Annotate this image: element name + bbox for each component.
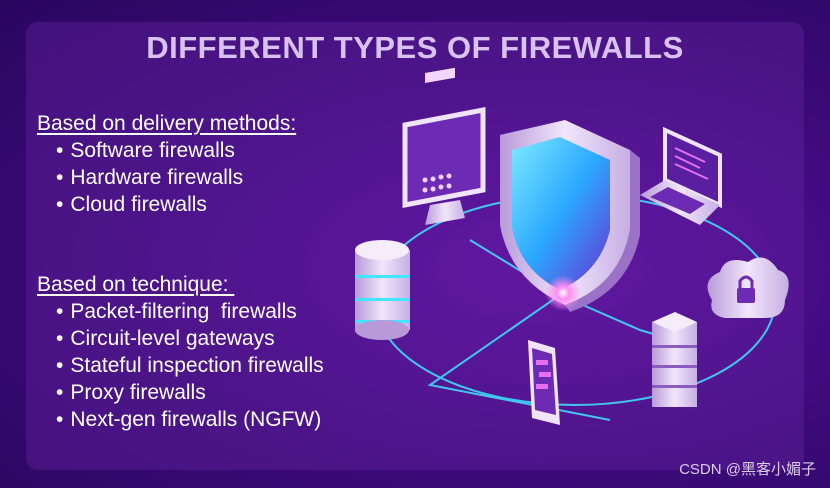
watermark: CSDN @黑客小媚子	[679, 461, 816, 478]
server-icon	[652, 312, 697, 407]
technique-list: Packet-filtering firewalls Circuit-level…	[56, 298, 324, 433]
list-item: Hardware firewalls	[56, 164, 243, 191]
monitor-icon	[402, 67, 486, 225]
delivery-heading: Based on delivery methods:	[37, 112, 297, 135]
laptop-icon	[640, 126, 722, 225]
technique-heading: Based on technique:	[37, 273, 235, 296]
database-icon	[355, 240, 410, 340]
smartphone-icon	[528, 340, 560, 425]
cloud-lock-icon	[707, 257, 789, 318]
delivery-list: Software firewalls Hardware firewalls Cl…	[56, 137, 243, 218]
glow-node	[545, 275, 581, 311]
list-item: Cloud firewalls	[56, 191, 243, 218]
list-item: Stateful inspection firewalls	[56, 352, 323, 379]
shield-icon	[500, 120, 640, 312]
page-title: DIFFERENT TYPES OF FIREWALLS	[146, 30, 684, 65]
list-item: Circuit-level gateways	[56, 325, 324, 352]
list-item: Software firewalls	[56, 137, 243, 164]
list-item: Next-gen firewalls (NGFW)	[56, 406, 324, 433]
list-item: Packet-filtering firewalls	[56, 298, 324, 325]
list-item: Proxy firewalls	[56, 379, 324, 406]
